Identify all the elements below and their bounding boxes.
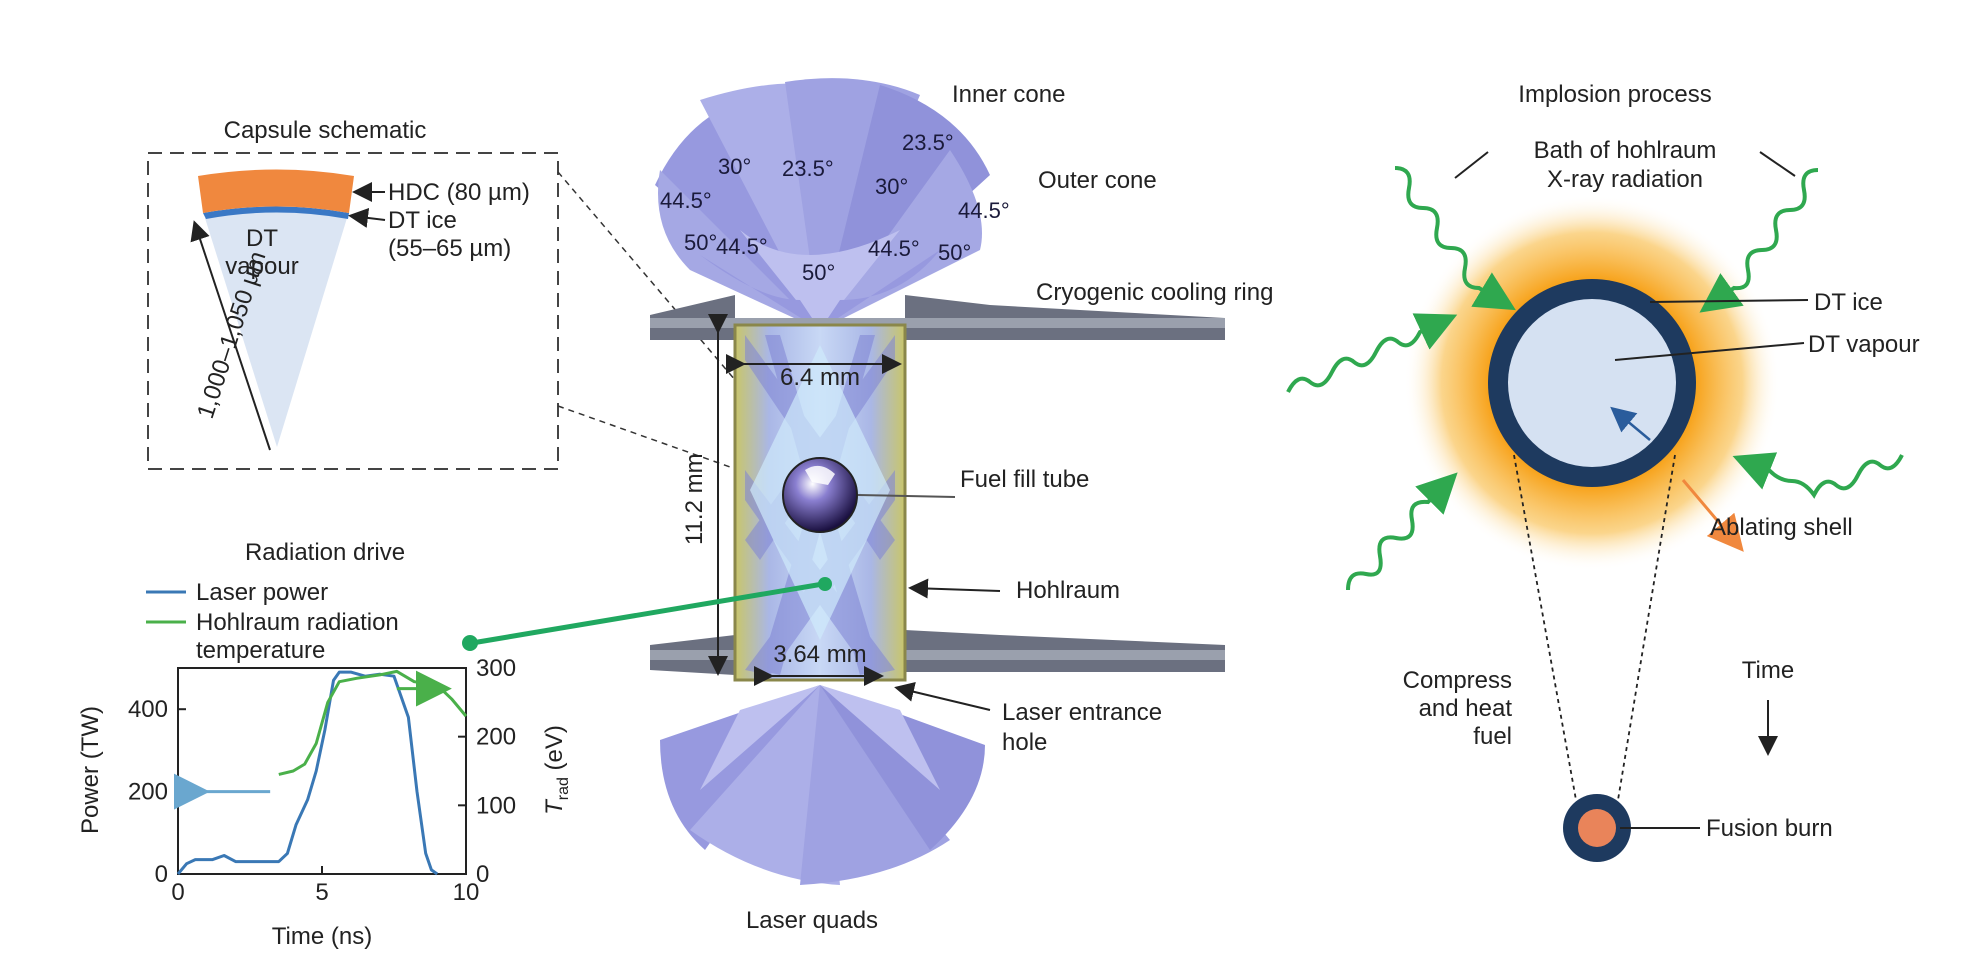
legend-trad-2: temperature bbox=[196, 637, 325, 664]
dt-ice-pointer bbox=[348, 207, 386, 228]
compress-line-left bbox=[1513, 454, 1577, 801]
y-tick-label-right: 0 bbox=[476, 861, 489, 888]
angle-label: 30° bbox=[718, 154, 751, 179]
hdc-label: HDC (80 µm) bbox=[388, 179, 530, 206]
hohlraum-pointer bbox=[908, 578, 1001, 599]
wave-arrow-left bbox=[1286, 313, 1458, 393]
series-line-trad bbox=[278, 669, 468, 776]
compression-arrow bbox=[1610, 406, 1651, 441]
width-top-label: 6.4 mm bbox=[780, 364, 860, 391]
angle-label: 44.5° bbox=[660, 188, 712, 213]
angle-label: 44.5° bbox=[868, 236, 920, 261]
y-tick-label-left: 200 bbox=[128, 779, 168, 806]
capsule-schematic: Capsule schematic DT vapour 1,000–1,050 … bbox=[147, 117, 811, 491]
chart-title: Radiation drive bbox=[245, 539, 405, 566]
angle-label: 23.5° bbox=[902, 130, 954, 155]
bath-pointer-right bbox=[1759, 151, 1796, 177]
outer-cone-label: Outer cone bbox=[1038, 167, 1157, 194]
wave-arrow-bottom-left bbox=[1346, 472, 1458, 591]
y-tick-label-left: 400 bbox=[128, 696, 168, 723]
x-tick-label: 5 bbox=[315, 879, 328, 906]
angle-label: 50° bbox=[802, 260, 835, 285]
y-tick-label-left: 0 bbox=[155, 861, 168, 888]
laser-quads-label: Laser quads bbox=[746, 907, 878, 934]
implosion-process: Implosion process Bath of hohlraum X-ray… bbox=[1286, 81, 1920, 862]
angle-label: 50° bbox=[938, 240, 971, 265]
fuel-capsule bbox=[782, 457, 858, 533]
dt-ice-thickness-label: (55–65 µm) bbox=[388, 235, 511, 262]
y-axis-right-label: Trad (eV) bbox=[541, 725, 572, 815]
leh-label-2: hole bbox=[1002, 729, 1047, 756]
upper-laser-beams bbox=[655, 78, 990, 330]
angle-label: 50° bbox=[684, 230, 717, 255]
ablating-shell-label: Ablating shell bbox=[1710, 514, 1853, 541]
fuel-fill-tube-label: Fuel fill tube bbox=[960, 466, 1089, 493]
wave-arrow-right bbox=[1732, 452, 1904, 499]
capsule-title: Capsule schematic bbox=[224, 117, 427, 144]
angle-label: 30° bbox=[875, 174, 908, 199]
x-tick-label: 10 bbox=[453, 879, 480, 906]
x-tick-label: 0 bbox=[171, 879, 184, 906]
angle-label: 23.5° bbox=[782, 156, 834, 181]
implosion-title: Implosion process bbox=[1518, 81, 1711, 108]
dt-vapour-region bbox=[205, 211, 347, 447]
leh-label-1: Laser entrance bbox=[1002, 699, 1162, 726]
y-tick-label-right: 200 bbox=[476, 724, 516, 751]
connector-line bbox=[471, 581, 824, 646]
ablation-arrow bbox=[1681, 479, 1744, 552]
angle-label: 44.5° bbox=[716, 234, 768, 259]
series-line-laser bbox=[176, 670, 439, 876]
height-label: 11.2 mm bbox=[681, 453, 708, 545]
dt-vapour-core bbox=[1508, 299, 1676, 467]
wave-arrow-top-right bbox=[1699, 168, 1819, 313]
inner-cone-label: Inner cone bbox=[952, 81, 1065, 108]
wave-arrow-top-left bbox=[1394, 166, 1516, 311]
dt-vapour-pointer bbox=[1614, 342, 1805, 361]
fusion-burn-core bbox=[1578, 809, 1616, 847]
legend-laser: Laser power bbox=[196, 579, 328, 606]
hohlraum-diagram: 6.4 mm 3.64 mm 11.2 mm 23.5° 30° 23.5° 3… bbox=[462, 78, 1273, 934]
compress-label-3: fuel bbox=[1473, 723, 1512, 750]
cooling-ring-label: Cryogenic cooling ring bbox=[1036, 279, 1273, 306]
connector-dot-left bbox=[462, 635, 478, 651]
dt-ice-label: DT ice bbox=[388, 207, 457, 234]
xray-wave-arrows bbox=[1286, 166, 1904, 591]
leh-pointer bbox=[894, 681, 991, 711]
dt-ice-pointer-right bbox=[1649, 299, 1809, 303]
hohlraum-label: Hohlraum bbox=[1016, 577, 1120, 604]
radius-arrow bbox=[190, 220, 271, 451]
y-axis-left-label: Power (TW) bbox=[77, 706, 104, 834]
dt-ice-label-right: DT ice bbox=[1814, 289, 1883, 316]
lower-laser-beams bbox=[660, 685, 985, 885]
radiation-drive-chart: Radiation drive Laser power Hohlraum rad… bbox=[77, 539, 572, 950]
bath-label-1: Bath of hohlraum bbox=[1534, 137, 1717, 164]
compress-label-2: and heat bbox=[1419, 695, 1513, 722]
dt-vapour-label: DT vapour bbox=[1808, 331, 1920, 358]
y-tick-label-right: 100 bbox=[476, 792, 516, 819]
x-axis-label: Time (ns) bbox=[272, 923, 372, 950]
compress-line-right bbox=[1617, 454, 1676, 801]
fill-tube-line bbox=[857, 494, 956, 498]
capsule-dashed-box bbox=[147, 152, 559, 470]
dt-label: DT bbox=[246, 225, 278, 252]
width-bottom-label: 3.64 mm bbox=[773, 641, 866, 668]
connector-dot-right bbox=[818, 577, 832, 591]
angle-label: 44.5° bbox=[958, 198, 1010, 223]
fusion-burn-label: Fusion burn bbox=[1706, 815, 1833, 842]
bath-pointer-left bbox=[1454, 151, 1489, 179]
bath-label-2: X-ray radiation bbox=[1547, 166, 1703, 193]
y-tick-label-right: 300 bbox=[476, 655, 516, 682]
hdc-layer bbox=[198, 169, 354, 213]
legend-trad-1: Hohlraum radiation bbox=[196, 609, 399, 636]
compress-label-1: Compress bbox=[1403, 667, 1512, 694]
time-label: Time bbox=[1742, 657, 1794, 684]
vapour-label: vapour bbox=[225, 253, 298, 280]
dt-ice-layer bbox=[203, 206, 349, 219]
